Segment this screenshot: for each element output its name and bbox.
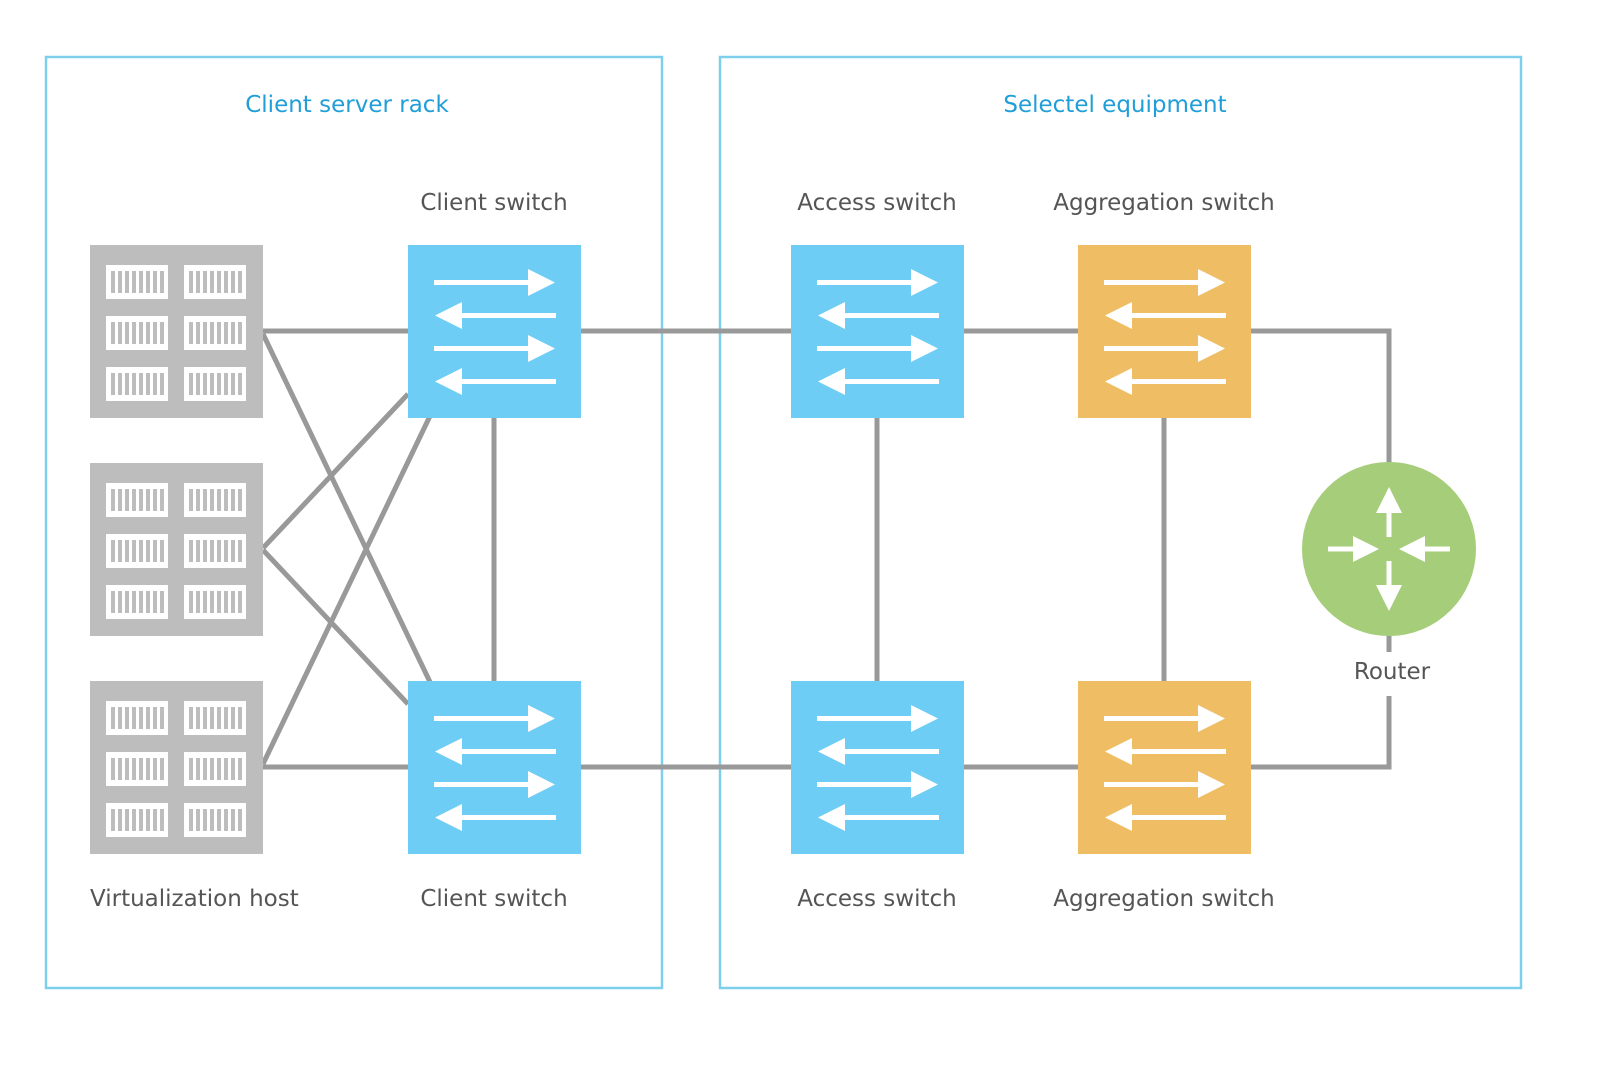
client-switch-bottom: [408, 681, 581, 854]
links: [260, 328, 1392, 770]
aggregation-switch-bottom: [1078, 681, 1251, 854]
virtualization-host-1: [90, 245, 263, 418]
selectel-frame: [718, 55, 1523, 990]
selectel-title: Selectel equipment: [1003, 92, 1226, 118]
access-switch-bottom-label: Access switch: [797, 886, 956, 912]
link-host2-client-switch-bottom: [261, 548, 410, 706]
link-aggregation-top-router: [1251, 328, 1392, 464]
link-host3-client-switch-top: [260, 414, 433, 766]
link-router-label-aggregation-bottom: [1251, 696, 1392, 770]
access-switch-top: [791, 245, 964, 418]
client-rack-title: Client server rack: [245, 92, 449, 118]
aggregation-switch-top-label: Aggregation switch: [1053, 190, 1275, 216]
router-label: Router: [1354, 659, 1431, 685]
client-switch-top: [408, 245, 581, 418]
virtualization-host-label: Virtualization host: [90, 886, 299, 912]
router-icon: [1328, 487, 1450, 611]
link-host1-client-switch-bottom: [260, 332, 433, 684]
client-switch-top-label: Client switch: [420, 190, 567, 216]
link-host2-client-switch-top: [261, 392, 410, 550]
aggregation-switch-top: [1078, 245, 1251, 418]
access-switch-top-label: Access switch: [797, 190, 956, 216]
client-rack-frame: [44, 55, 664, 990]
virtualization-host-3: [90, 681, 263, 854]
virtualization-host-2: [90, 463, 263, 636]
client-switch-bottom-label: Client switch: [420, 886, 567, 912]
access-switch-bottom: [791, 681, 964, 854]
aggregation-switch-bottom-label: Aggregation switch: [1053, 886, 1275, 912]
router: [1302, 462, 1476, 636]
